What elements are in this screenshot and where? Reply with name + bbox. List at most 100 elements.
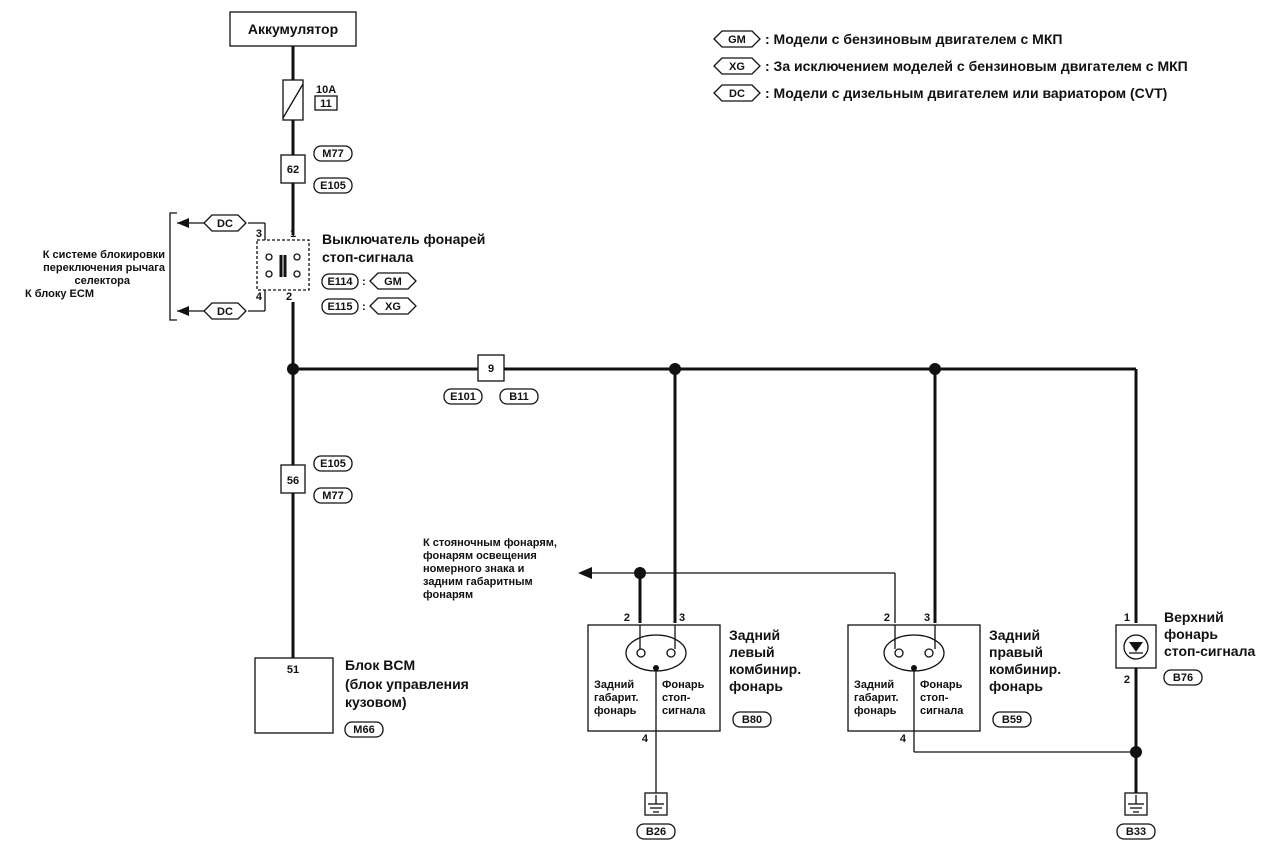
tag-e105: E105 [320, 180, 346, 192]
svg-text:Фонарь: Фонарь [662, 679, 705, 691]
stop-lamp-switch: 3 1 4 2 Выключатель фонарей стоп-сигнала… [256, 228, 485, 315]
tag-m77: M77 [322, 148, 343, 160]
svg-text:B80: B80 [742, 714, 762, 726]
svg-text:B76: B76 [1173, 672, 1193, 684]
ground-b33: B33 [1116, 792, 1156, 840]
svg-text:4: 4 [900, 733, 907, 745]
svg-text:стоп-: стоп- [920, 692, 949, 704]
svg-text:переключения рычага: переключения рычага [43, 262, 166, 274]
svg-text:GM: GM [384, 276, 402, 288]
svg-text:4: 4 [256, 291, 263, 303]
left-destination: К системе блокировки переключения рычага… [25, 212, 177, 321]
svg-text:селектора: селектора [75, 275, 131, 287]
svg-text:XG: XG [729, 61, 745, 73]
svg-text:1: 1 [1124, 612, 1130, 624]
svg-text:: За исключением моделей с бен: : За исключением моделей с бензиновым дв… [765, 58, 1188, 74]
svg-text:XG: XG [385, 301, 401, 313]
fuse-rating: 10A [316, 84, 336, 96]
svg-text:Верхний: Верхний [1164, 609, 1224, 625]
fuse-number: 11 [320, 98, 332, 110]
svg-text:Задний: Задний [594, 679, 634, 691]
junction-dots [287, 363, 1142, 758]
svg-text:GM: GM [728, 34, 746, 46]
svg-text:DC: DC [217, 218, 233, 230]
svg-text:E115: E115 [327, 301, 352, 313]
parking-lamps-label: К стояночным фонарям, фонарям освещения … [423, 537, 557, 601]
svg-text:3: 3 [924, 612, 930, 624]
svg-text:фонарь: фонарь [594, 705, 637, 717]
battery-label: Аккумулятор [248, 21, 338, 37]
dc-tags: DC DC [203, 214, 247, 320]
svg-text:E101: E101 [450, 391, 476, 403]
svg-text:фонарь: фонарь [989, 678, 1043, 694]
svg-text:К системе блокировки: К системе блокировки [43, 249, 165, 261]
svg-text:фонарь: фонарь [854, 705, 897, 717]
svg-text:E114: E114 [327, 276, 353, 288]
svg-text:стоп-сигнала: стоп-сигнала [322, 249, 413, 265]
svg-text:комбинир.: комбинир. [729, 661, 801, 677]
high-mount-stop-lamp: 1 2 Верхний фонарь стоп-сигнала B76 [1115, 609, 1255, 686]
svg-text:сигнала: сигнала [662, 705, 706, 717]
svg-text:9: 9 [488, 363, 494, 375]
ground-b26: B26 [636, 792, 676, 840]
svg-text:задним габаритным: задним габаритным [423, 576, 533, 588]
bcm-label: Блок BCM [345, 657, 415, 673]
svg-text:Фонарь: Фонарь [920, 679, 963, 691]
legend-dc: DC : Модели с дизельным двигателем или в… [713, 84, 1167, 102]
connector-56: 56 E105 M77 [280, 455, 353, 504]
svg-text:фонарь: фонарь [1164, 626, 1218, 642]
svg-text:2: 2 [286, 291, 292, 303]
svg-text:B26: B26 [646, 826, 666, 838]
svg-text:: Модели с дизельным двигателе: : Модели с дизельным двигателем или вари… [765, 85, 1167, 101]
svg-text:фонарь: фонарь [729, 678, 783, 694]
svg-text:Задний: Задний [854, 679, 894, 691]
svg-text:габарит.: габарит. [594, 692, 639, 704]
svg-text:фонарям: фонарям [423, 589, 473, 601]
svg-text:левый: левый [729, 644, 775, 660]
connector-9: 9 E101 B11 [443, 354, 539, 405]
svg-text:правый: правый [989, 644, 1043, 660]
svg-text:номерного знака и: номерного знака и [423, 563, 524, 575]
svg-text:62: 62 [287, 164, 299, 176]
legend: GM : Модели с бензиновым двигателем с МК… [713, 30, 1188, 102]
arrowheads [177, 218, 592, 579]
legend-gm: GM : Модели с бензиновым двигателем с МК… [713, 30, 1062, 48]
svg-text:: Модели с бензиновым двигател: : Модели с бензиновым двигателем с МКП [765, 31, 1062, 47]
svg-text:B33: B33 [1126, 826, 1146, 838]
stop-switch-label: Выключатель фонарей [322, 231, 485, 247]
svg-text:4: 4 [642, 733, 649, 745]
wires [177, 46, 1138, 793]
svg-text:К стояночным фонарям,: К стояночным фонарям, [423, 537, 557, 549]
battery-block: Аккумулятор [229, 11, 357, 47]
left-rear-lamp: 2 3 Задний габарит. фонарь Фонарь стоп- … [587, 612, 801, 745]
svg-text::: : [362, 276, 366, 288]
svg-text:1: 1 [290, 228, 296, 240]
svg-text:2: 2 [884, 612, 890, 624]
svg-text:E105: E105 [320, 458, 346, 470]
svg-text:B11: B11 [509, 391, 529, 403]
connector-62: 62 M77 E105 [280, 145, 353, 194]
svg-text:комбинир.: комбинир. [989, 661, 1061, 677]
svg-text:DC: DC [217, 306, 233, 318]
svg-text:56: 56 [287, 475, 299, 487]
fuse: 10A 11 [282, 79, 338, 121]
svg-text:M77: M77 [322, 490, 343, 502]
svg-text::: : [362, 301, 366, 313]
svg-text:габарит.: габарит. [854, 692, 899, 704]
right-rear-lamp: 2 3 Задний габарит. фонарь Фонарь стоп- … [847, 612, 1061, 745]
svg-text:стоп-: стоп- [662, 692, 691, 704]
legend-xg: XG : За исключением моделей с бензиновым… [713, 57, 1188, 75]
bcm-block: 51 Блок BCM (блок управления кузовом) M6… [254, 657, 469, 738]
svg-text:Задний: Задний [729, 627, 780, 643]
svg-text:2: 2 [624, 612, 630, 624]
svg-text:сигнала: сигнала [920, 705, 964, 717]
svg-text:51: 51 [287, 664, 299, 676]
svg-text:DC: DC [729, 88, 745, 100]
svg-text:2: 2 [1124, 674, 1130, 686]
svg-text:стоп-сигнала: стоп-сигнала [1164, 643, 1255, 659]
svg-text:M66: M66 [353, 724, 374, 736]
svg-text:кузовом): кузовом) [345, 694, 407, 710]
svg-text:3: 3 [679, 612, 685, 624]
svg-text:3: 3 [256, 228, 262, 240]
